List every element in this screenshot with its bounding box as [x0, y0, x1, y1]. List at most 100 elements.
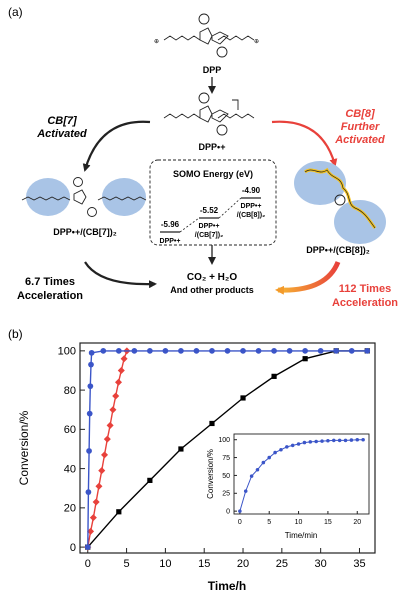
- main-point-circle: [162, 347, 169, 354]
- main-point-circle: [88, 349, 95, 356]
- main-point-circle: [224, 347, 231, 354]
- dpp-ammonium-right: ⊕: [254, 39, 259, 45]
- dpp-ammonium-left: ⊕: [154, 39, 159, 45]
- cb8-host-top: [294, 161, 346, 205]
- right-rate-2: Acceleration: [332, 297, 398, 309]
- main-point-diamond: [106, 421, 114, 429]
- main-x-tick-label: 15: [198, 558, 210, 570]
- inset-x-tick-label: 10: [295, 519, 303, 526]
- main-point-circle: [87, 383, 94, 390]
- cb8-complex-label: DPP•+/(CB[8])₂: [306, 245, 369, 255]
- cb8-complex: [294, 161, 386, 244]
- inset-point-circle: [343, 438, 348, 443]
- main-x-tick-label: 0: [85, 558, 91, 570]
- main-point-circle: [86, 448, 92, 454]
- inset-point-circle: [314, 439, 318, 444]
- main-point-circle: [85, 489, 92, 496]
- inset-x-tick-label: 5: [267, 519, 271, 526]
- inset-point-circle: [243, 489, 248, 493]
- inset-plot-frame: [233, 433, 370, 515]
- right-rate-1: 112 Times: [339, 283, 391, 295]
- main-point-circle: [240, 347, 246, 354]
- inset-series: [238, 437, 365, 513]
- main-point-circle: [115, 347, 122, 354]
- main-y-tick-label: 40: [64, 463, 76, 475]
- inset-y-tick-label: 100: [218, 437, 230, 444]
- inset-point-circle: [308, 440, 313, 444]
- inset-y-tick-label: 25: [222, 491, 230, 498]
- inset-point-circle: [349, 438, 354, 442]
- main-point-square: [302, 356, 308, 362]
- inset-point-circle: [296, 442, 301, 446]
- main-y-tick-label: 20: [64, 503, 76, 515]
- main-point-circle: [147, 347, 153, 354]
- left-rate-2: Acceleration: [17, 290, 83, 302]
- main-x-axis-label: Time/h: [208, 579, 246, 593]
- somo-title: SOMO Energy (eV): [173, 169, 253, 179]
- main-point-circle: [286, 347, 293, 354]
- main-point-circle: [271, 347, 277, 354]
- main-point-circle: [131, 347, 138, 354]
- main-point-diamond: [98, 467, 106, 475]
- inset-point-circle: [273, 450, 277, 455]
- cb7-label-2: Activated: [36, 128, 87, 140]
- inset-point-circle: [302, 440, 307, 445]
- main-point-square: [147, 477, 153, 483]
- somo-energy-box: [149, 159, 277, 246]
- main-x-tick-label: 25: [276, 558, 288, 570]
- inset-point-circle: [337, 438, 342, 443]
- cb7-host-left: [26, 178, 70, 216]
- panel-a-label: (a): [8, 5, 23, 19]
- inset-point-circle: [238, 509, 242, 513]
- main-point-circle: [317, 347, 324, 354]
- main-point-diamond: [95, 482, 103, 490]
- cb8-label-1: CB[8]: [345, 108, 375, 120]
- inset-point-circle: [279, 447, 283, 452]
- main-point-circle: [88, 361, 94, 368]
- main-point-square: [271, 373, 277, 379]
- inset-point-circle: [326, 439, 330, 443]
- cb7-label-1: CB[7]: [47, 115, 77, 127]
- main-point-diamond: [117, 366, 125, 374]
- main-point-square: [209, 420, 215, 427]
- dpp-radical-molecule: [163, 92, 255, 136]
- main-point-diamond: [87, 527, 95, 535]
- somo-level-3-label-a: DPP•+: [241, 203, 262, 210]
- left-acceleration-arrow: [84, 261, 157, 289]
- cb7-branch-arrow: [82, 120, 151, 172]
- inset-point-circle: [255, 467, 260, 472]
- main-y-tick-label: 60: [64, 424, 76, 436]
- inset-x-tick-label: 20: [353, 519, 361, 526]
- inset-point-circle: [361, 437, 365, 442]
- cb8-label-3: Activated: [334, 134, 385, 146]
- main-point-circle: [255, 347, 262, 354]
- main-point-circle: [178, 347, 184, 354]
- somo-level-1-label: DPP•+: [160, 238, 181, 245]
- main-plot-frame: [79, 342, 376, 554]
- main-point-circle: [193, 347, 200, 354]
- inset-x-tick-label: 0: [238, 519, 242, 526]
- inset-x-axis-label: Time/min: [285, 531, 318, 540]
- main-point-square: [116, 509, 122, 515]
- cb7-host-right: [102, 178, 146, 216]
- main-series-square-line: [87, 350, 368, 548]
- somo-level-2-label-b: /(CB[7])₂: [195, 232, 223, 239]
- inset-point-circle: [355, 437, 360, 442]
- inset-y-tick-label: 50: [222, 473, 230, 480]
- inset-y-tick-label: 75: [222, 455, 230, 462]
- main-point-circle: [86, 410, 93, 417]
- main-point-diamond: [112, 392, 120, 400]
- main-point-diamond: [109, 406, 117, 414]
- main-point-circle: [209, 347, 215, 354]
- main-point-circle: [364, 347, 371, 354]
- somo-levels: [160, 197, 261, 233]
- inset-y-axis-label: Conversion/%: [206, 449, 215, 499]
- inset-point-circle: [290, 443, 295, 448]
- main-point-diamond: [101, 451, 109, 459]
- left-rate-1: 6.7 Times: [25, 276, 75, 288]
- main-y-tick-label: 100: [58, 346, 76, 358]
- panel-b-label: (b): [8, 327, 23, 341]
